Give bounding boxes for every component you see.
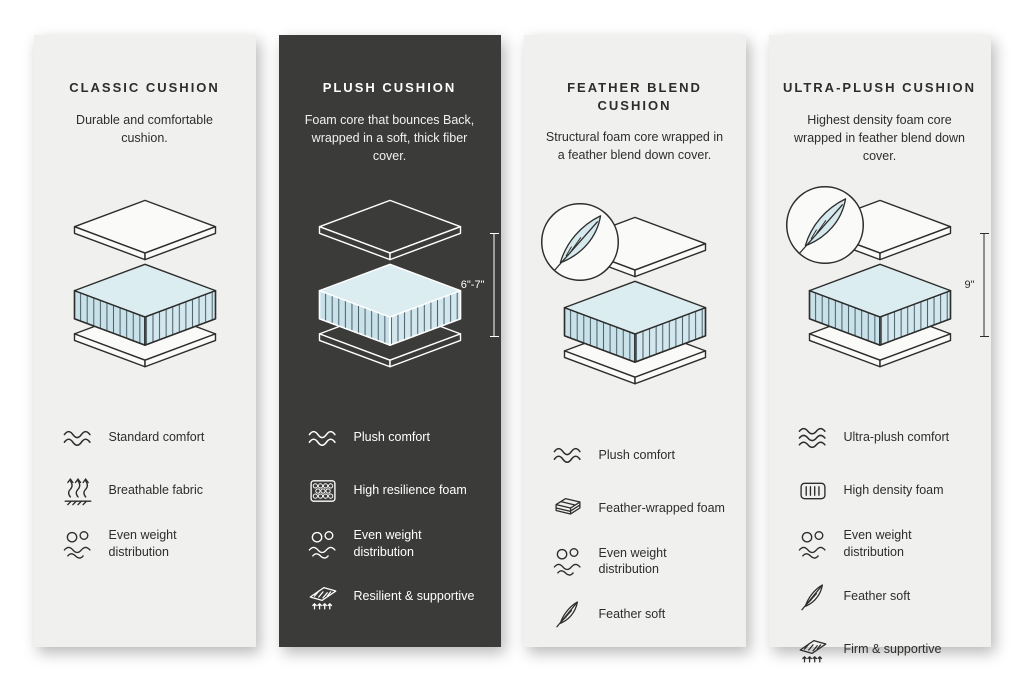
waves-icon (795, 421, 831, 455)
feature-label: Breathable fabric (108, 483, 204, 498)
feature-label: Plush comfort (353, 430, 430, 445)
card-ultra-plush-cushion: ULTRA-PLUSH CUSHION Highest density foam… (768, 35, 991, 647)
feature-label: Even weight distribution (353, 528, 422, 559)
feature-label: Firm & supportive (843, 642, 942, 657)
measurement-line-icon (979, 232, 989, 337)
feature-row: Even weight distribution (795, 527, 977, 561)
card-description: Foam core that bounces Back, wrapped in … (304, 112, 475, 163)
breathable-icon (60, 474, 96, 508)
even-weight-icon (305, 527, 341, 561)
card-title: ULTRA-PLUSH CUSHION (782, 80, 977, 95)
measurement-label: 9" (964, 278, 975, 291)
height-measurement: 9" (964, 232, 989, 337)
height-measurement: 6"-7" (460, 232, 499, 337)
cushion-layers-icon (51, 191, 239, 375)
card-feather-blend-cushion: FEATHER BLEND CUSHION Structural foam co… (523, 35, 746, 647)
feature-row: Feather soft (795, 580, 977, 614)
feature-list: Standard comfort Breathable fabric Even … (34, 421, 256, 561)
even-weight-icon (795, 527, 831, 561)
measurement-line-icon (489, 232, 499, 337)
feather-foam-icon (550, 491, 586, 525)
cushion-diagram (50, 191, 240, 387)
feature-label: Even weight distribution (598, 545, 667, 577)
feature-row: Plush comfort (305, 421, 487, 455)
cushion-diagram: 9" (785, 191, 989, 387)
feature-label: Plush comfort (598, 447, 675, 462)
cushion-layers-icon (296, 191, 484, 375)
waves-icon (305, 421, 341, 455)
feature-row: Even weight distribution (60, 527, 242, 561)
waves-icon (60, 421, 96, 455)
feature-list: Plush comfort High resilience foam Even … (279, 421, 501, 614)
card-description: Durable and comfortable cushion. (76, 112, 213, 145)
feature-label: Even weight distribution (843, 528, 912, 559)
feature-row: Feather-wrapped foam (550, 491, 732, 525)
feature-label: Feather-wrapped foam (598, 500, 725, 515)
feature-label: Ultra-plush comfort (843, 430, 950, 445)
card-title: PLUSH CUSHION (322, 80, 457, 95)
feature-row: Even weight distribution (550, 544, 732, 578)
card-description: Highest density foam core wrapped in fea… (794, 112, 965, 163)
feather-icon (795, 580, 831, 614)
feature-label: Feather soft (598, 606, 666, 621)
card-description: Structural foam core wrapped in a feathe… (545, 130, 724, 163)
feature-row: High density foam (795, 474, 977, 508)
feature-row: Plush comfort (550, 438, 732, 472)
feature-row: Breathable fabric (60, 474, 242, 508)
feather-badge-icon (783, 183, 867, 267)
feature-row: Standard comfort (60, 421, 242, 455)
feature-label: Standard comfort (108, 430, 205, 445)
feature-label: Feather soft (843, 589, 911, 604)
feature-row: Firm & supportive (795, 633, 977, 667)
card-plush-cushion: PLUSH CUSHION Foam core that bounces Bac… (278, 35, 501, 647)
feature-row: Resilient & supportive (305, 580, 487, 614)
firm-supportive-icon (795, 633, 831, 667)
feature-list: Ultra-plush comfort High density foam Ev… (769, 421, 991, 667)
waves-icon (550, 438, 586, 472)
feather-badge-icon (538, 200, 622, 284)
card-title: FEATHER BLEND CUSHION (567, 80, 702, 113)
feature-label: High resilience foam (353, 483, 467, 498)
even-weight-icon (60, 527, 96, 561)
card-title: CLASSIC CUSHION (69, 80, 220, 95)
resilient-supportive-icon (305, 580, 341, 614)
cushion-diagram (540, 208, 730, 404)
even-weight-icon (550, 544, 586, 578)
card-classic-cushion: CLASSIC CUSHION Durable and comfortable … (33, 35, 256, 647)
feature-row: Ultra-plush comfort (795, 421, 977, 455)
measurement-label: 6"-7" (460, 278, 485, 291)
feature-row: Even weight distribution (305, 527, 487, 561)
honeycomb-foam-icon (305, 474, 341, 508)
feature-list: Plush comfort Feather-wrapped foam Even … (524, 438, 746, 631)
feather-icon (550, 597, 586, 631)
feature-row: High resilience foam (305, 474, 487, 508)
high-density-foam-icon (795, 474, 831, 508)
feature-label: High density foam (843, 483, 944, 498)
feature-row: Feather soft (550, 597, 732, 631)
feature-label: Resilient & supportive (353, 589, 475, 604)
feature-label: Even weight distribution (108, 528, 177, 559)
cushion-diagram: 6"-7" (295, 191, 499, 387)
